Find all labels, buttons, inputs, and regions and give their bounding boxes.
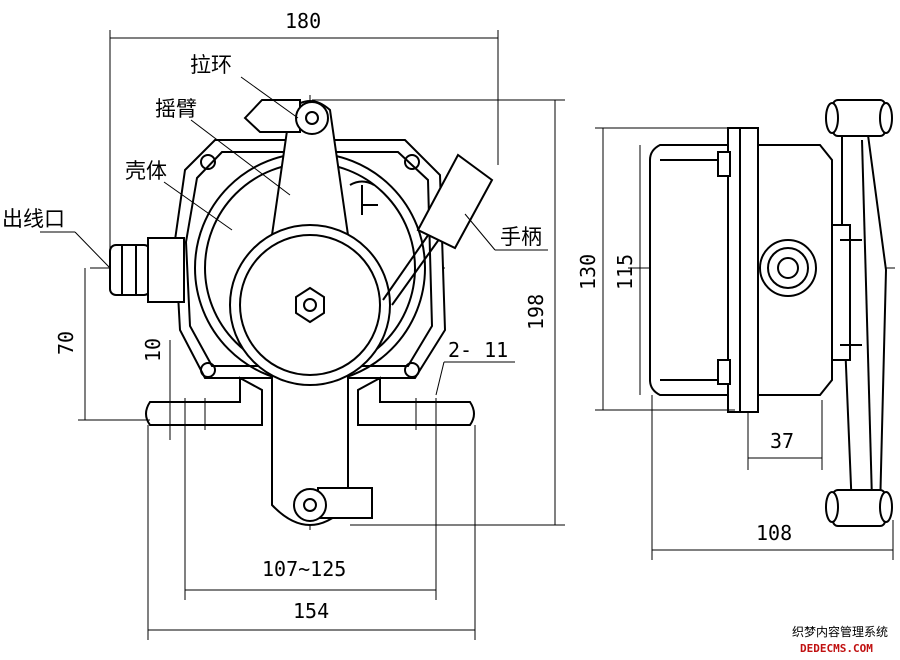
dim-37: 37	[770, 429, 794, 453]
label-rocker-arm: 摇臂	[155, 97, 197, 121]
label-handle: 手柄	[500, 225, 542, 249]
cable-gland	[109, 244, 151, 296]
dim-108: 108	[756, 521, 792, 545]
dim-10: 10	[141, 338, 165, 362]
front-dimensions	[40, 30, 565, 640]
watermark: 织梦内容管理系统 DEDECMS.COM	[792, 624, 888, 655]
dim-198: 198	[524, 294, 548, 330]
dim-130: 130	[576, 254, 600, 290]
right-foot	[357, 376, 475, 426]
dimension-texts: 180 198 70 10 2- 11 107~125 154 130 115 …	[54, 9, 794, 623]
dim-154: 154	[293, 599, 329, 623]
label-pull-ring: 拉环	[190, 53, 232, 77]
side-view	[628, 99, 895, 527]
dim-2-11: 2- 11	[448, 338, 508, 362]
handle-grip	[416, 153, 494, 250]
dim-180: 180	[285, 9, 321, 33]
left-foot	[145, 376, 263, 426]
part-labels: 拉环 摇臂 壳体 出线口 手柄	[2, 53, 542, 249]
watermark-line2: DEDECMS.COM	[800, 642, 873, 655]
label-cable-outlet: 出线口	[2, 207, 65, 231]
dim-107-125: 107~125	[262, 557, 346, 581]
front-view	[90, 95, 494, 530]
side-dimensions	[595, 127, 894, 560]
label-housing: 壳体	[125, 159, 167, 183]
watermark-line1: 织梦内容管理系统	[792, 624, 888, 639]
dim-70: 70	[54, 331, 78, 355]
dim-115: 115	[613, 254, 637, 290]
